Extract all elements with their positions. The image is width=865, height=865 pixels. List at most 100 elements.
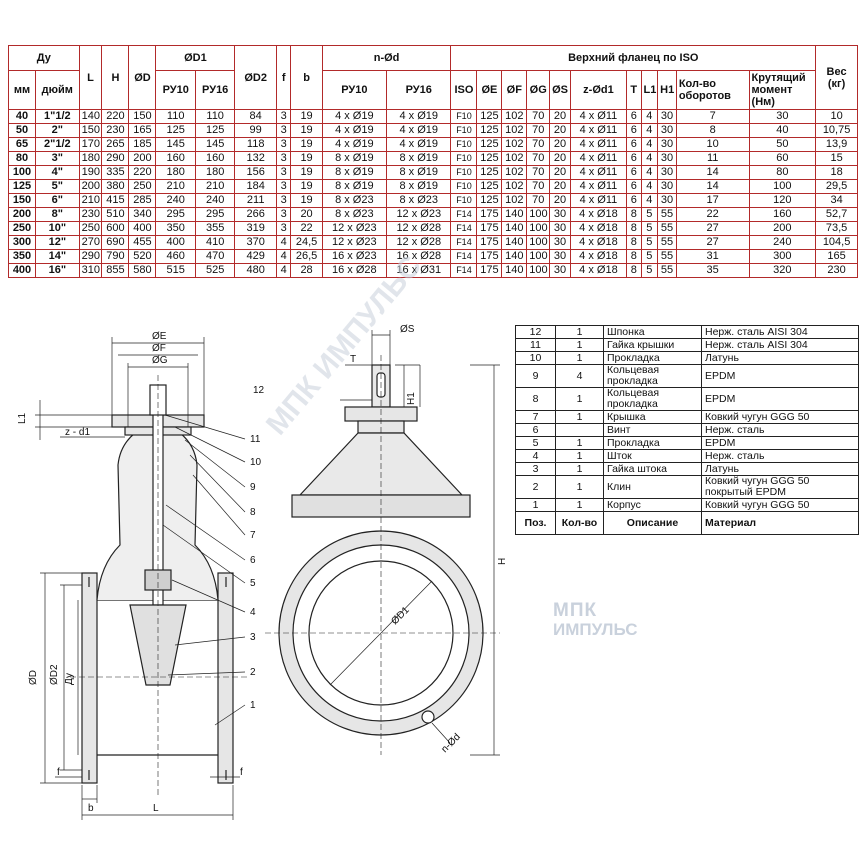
table-cell: 80: [8, 151, 36, 166]
table-cell: 300: [8, 235, 36, 250]
table-cell: 50: [8, 123, 36, 138]
table-cell: 30: [657, 151, 677, 166]
table-cell: 3: [275, 193, 292, 208]
table-cell: 29,5: [815, 179, 858, 194]
table-cell: 125: [476, 193, 503, 208]
table-cell: F10: [450, 137, 478, 152]
table-cell: 3: [275, 151, 292, 166]
table-cell: 5: [640, 221, 659, 236]
parts-header-pos: Поз.: [515, 511, 556, 535]
header-b: b: [290, 45, 323, 110]
label-e: ØE: [152, 331, 167, 342]
table-cell: 100: [526, 235, 551, 250]
header-d1-py16: РУ16: [194, 70, 236, 110]
table-cell: 30: [549, 207, 571, 222]
table-cell: 70: [526, 123, 551, 138]
front-dimensions: [345, 330, 500, 756]
table-cell: 10: [815, 109, 858, 124]
table-cell: 3: [275, 207, 292, 222]
parts-cell: 8: [515, 387, 556, 411]
table-cell: 35: [675, 263, 750, 278]
table-cell: 14": [35, 249, 80, 264]
table-cell: 20: [549, 165, 571, 180]
table-cell: 8": [35, 207, 80, 222]
section-view: [70, 375, 250, 795]
table-cell: 290: [78, 249, 103, 264]
table-cell: 6: [626, 179, 642, 194]
header-weight: Вес (кг): [815, 45, 858, 110]
table-cell: F14: [450, 207, 478, 222]
table-cell: 27: [675, 221, 750, 236]
table-cell: 4 x Ø18: [569, 235, 627, 250]
parts-cell: EPDM: [701, 387, 859, 411]
table-cell: 19: [290, 109, 323, 124]
table-cell: 165: [128, 123, 157, 138]
table-cell: 24,5: [290, 235, 323, 250]
table-cell: 8: [626, 263, 642, 278]
table-cell: 8: [626, 235, 642, 250]
table-cell: 790: [101, 249, 130, 264]
table-cell: 160: [155, 151, 196, 166]
table-cell: 6: [626, 123, 642, 138]
table-cell: 4: [640, 179, 659, 194]
table-cell: 70: [526, 179, 551, 194]
callout-2: 2: [250, 667, 256, 678]
watermark-line1: МПК: [553, 600, 598, 621]
table-cell: 4: [640, 123, 659, 138]
table-cell: 3: [275, 123, 292, 138]
table-cell: 30: [748, 109, 817, 124]
table-cell: 40: [748, 123, 817, 138]
parts-cell: Кольцевая прокладка: [603, 387, 702, 411]
table-cell: 400: [155, 235, 196, 250]
table-cell: 175: [476, 207, 503, 222]
table-cell: 690: [101, 235, 130, 250]
callout-6: 6: [250, 555, 256, 566]
table-cell: 22: [675, 207, 750, 222]
table-cell: 7: [675, 109, 750, 124]
label-zd1: z - d1: [65, 427, 90, 438]
table-cell: 5: [640, 235, 659, 250]
table-cell: 8 x Ø19: [321, 165, 388, 180]
table-cell: 510: [101, 207, 130, 222]
table-cell: 10: [675, 137, 750, 152]
table-cell: 4: [275, 249, 292, 264]
label-du: Ду: [64, 673, 75, 685]
table-cell: 20: [549, 179, 571, 194]
parts-cell: Кольцевая прокладка: [603, 364, 702, 388]
table-cell: 20: [549, 123, 571, 138]
header-f: f: [275, 45, 292, 110]
table-cell: 5: [640, 263, 659, 278]
table-cell: 4 x Ø19: [386, 137, 452, 152]
table-cell: 210: [194, 179, 236, 194]
table-cell: 8 x Ø19: [386, 165, 452, 180]
valve-drawing: ØE ØF ØG L1 z - d1 ØD ØD2 Ду f f b L ØS …: [17, 324, 508, 820]
table-cell: 200: [748, 221, 817, 236]
table-cell: 250: [128, 179, 157, 194]
table-cell: 2"1/2: [35, 137, 80, 152]
table-cell: 19: [290, 165, 323, 180]
table-cell: 12 x Ø28: [386, 235, 452, 250]
table-cell: 16 x Ø28: [321, 263, 388, 278]
table-cell: 6: [626, 151, 642, 166]
label-h1: H1: [406, 392, 417, 405]
table-cell: 410: [194, 235, 236, 250]
table-cell: 70: [526, 137, 551, 152]
table-cell: 55: [657, 207, 677, 222]
table-cell: 250: [78, 221, 103, 236]
table-cell: 3": [35, 151, 80, 166]
label-h: H: [497, 558, 508, 565]
label-l1: L1: [17, 412, 28, 424]
table-cell: 70: [526, 165, 551, 180]
table-cell: 200: [128, 151, 157, 166]
table-cell: 22: [290, 221, 323, 236]
table-cell: 8 x Ø19: [386, 151, 452, 166]
table-cell: 40: [8, 109, 36, 124]
table-cell: 140: [501, 263, 528, 278]
